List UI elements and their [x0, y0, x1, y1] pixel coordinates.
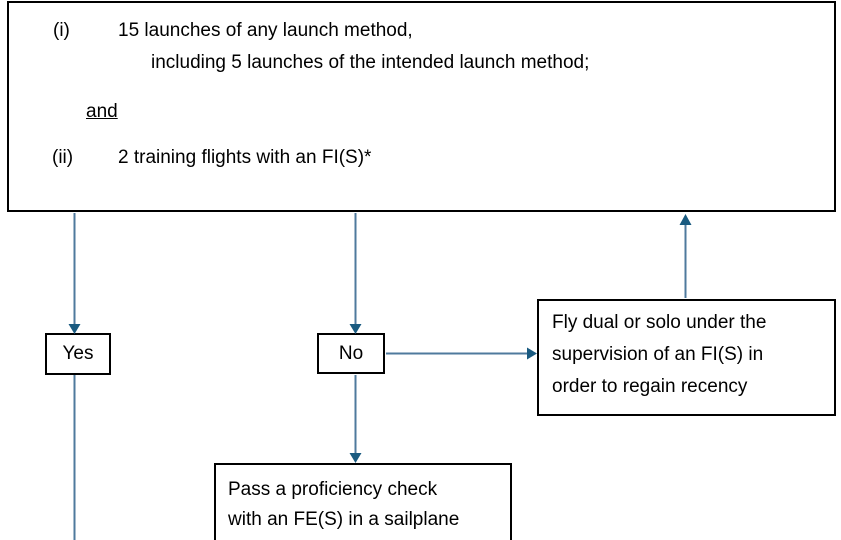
regain-line: supervision of an FI(S) in [552, 344, 764, 365]
regain-line: order to regain recency [552, 376, 748, 397]
and-connector: and [86, 101, 118, 122]
arrow-no-to-regain [386, 347, 537, 360]
regain-line: Fly dual or solo under the [552, 312, 767, 333]
regain-recency-box: Fly dual or solo under the supervision o… [537, 299, 836, 416]
item-i-line1: 15 launches of any launch method, [118, 20, 413, 41]
arrow-top-to-yes [68, 213, 81, 334]
arrow-regain-to-top [679, 214, 692, 298]
no-label: No [338, 342, 364, 364]
item-i-label: (i) [53, 20, 70, 41]
check-line: with an FE(S) in a sailplane [228, 509, 460, 530]
no-box: No [317, 333, 385, 374]
arrow-no-to-check [349, 375, 362, 463]
check-line: Pass a proficiency check [228, 479, 438, 500]
item-ii-text: 2 training flights with an FI(S)* [118, 147, 372, 168]
yes-box: Yes [45, 333, 111, 375]
condition-box: (i) 15 launches of any launch method, in… [7, 1, 836, 212]
yes-label: Yes [62, 343, 94, 364]
proficiency-check-box: Pass a proficiency check with an FE(S) i… [214, 463, 512, 540]
item-i-line2: including 5 launches of the intended lau… [151, 52, 590, 73]
item-ii-label: (ii) [52, 147, 74, 168]
arrow-top-to-no [349, 213, 362, 334]
